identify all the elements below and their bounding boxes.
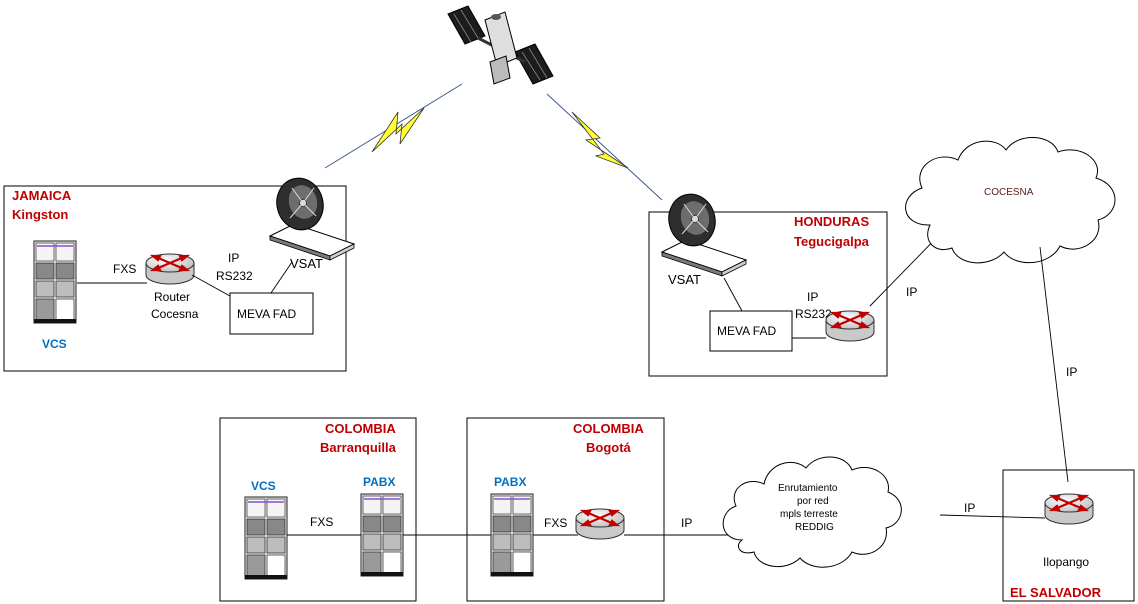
router-label: Router bbox=[154, 290, 190, 304]
site-country: COLOMBIA bbox=[325, 421, 396, 436]
site-city: Tegucigalpa bbox=[794, 234, 870, 249]
router-label: Cocesna bbox=[151, 307, 199, 321]
pabx-label: PABX bbox=[494, 475, 526, 489]
pabx-rack-icon bbox=[490, 493, 534, 577]
meva-fad-box bbox=[709, 310, 793, 352]
rs232-label: RS232 bbox=[795, 307, 832, 321]
router-icon bbox=[144, 252, 196, 286]
cloud-label: Enrutamiento bbox=[778, 483, 838, 494]
site-city: Barranquilla bbox=[320, 440, 397, 455]
meva-fad-label: MEVA FAD bbox=[237, 307, 296, 321]
ip-label: IP bbox=[1066, 365, 1077, 379]
fxs-label: FXS bbox=[113, 262, 136, 276]
ip-label: IP bbox=[964, 501, 975, 515]
router-icon bbox=[1043, 492, 1095, 526]
satellite-icon bbox=[447, 5, 554, 85]
ip-link bbox=[1039, 246, 1069, 483]
satellite-link-honduras bbox=[546, 93, 663, 201]
site-country: JAMAICA bbox=[12, 188, 72, 203]
site-box bbox=[219, 417, 417, 602]
pabx-label: PABX bbox=[363, 475, 395, 489]
site-box bbox=[466, 417, 665, 602]
cloud-label: REDDIG bbox=[795, 522, 834, 533]
ip-label: IP bbox=[228, 251, 239, 265]
fxs-label: FXS bbox=[544, 516, 567, 530]
site-country: HONDURAS bbox=[794, 214, 869, 229]
rs232-label: RS232 bbox=[216, 269, 253, 283]
site-barranquilla: COLOMBIA Barranquilla VCS PABX FXS bbox=[219, 417, 417, 602]
ip-label: IP bbox=[807, 290, 818, 304]
vcs-label: VCS bbox=[251, 479, 276, 493]
lightning-icon bbox=[571, 111, 629, 169]
cloud-label: COCESNA bbox=[984, 187, 1034, 198]
site-box bbox=[3, 185, 347, 372]
vcs-rack-icon bbox=[33, 240, 77, 324]
site-jamaica: JAMAICA Kingston VCS FXS Router Cocesna … bbox=[3, 171, 356, 372]
ip-label: IP bbox=[681, 516, 692, 530]
cocesna-cloud: COCESNA bbox=[905, 137, 1116, 264]
site-city: Kingston bbox=[12, 207, 68, 222]
vcs-label: VCS bbox=[42, 337, 67, 351]
site-honduras: HONDURAS Tegucigalpa VSAT MEVA FAD IP RS… bbox=[648, 187, 888, 377]
ip-label: IP bbox=[906, 285, 917, 299]
vsat-dish-icon bbox=[660, 187, 748, 278]
cloud-label: por red bbox=[797, 496, 829, 507]
router-icon bbox=[824, 309, 876, 343]
site-country: COLOMBIA bbox=[573, 421, 644, 436]
mpls-cloud: Enrutamiento por red mpls terreste REDDI… bbox=[722, 456, 902, 568]
vcs-rack-icon bbox=[244, 496, 288, 580]
pabx-rack-icon bbox=[360, 493, 404, 577]
site-box bbox=[648, 211, 888, 377]
site-country: EL SALVADOR bbox=[1010, 585, 1102, 600]
site-city: Bogotá bbox=[586, 440, 632, 455]
site-box bbox=[1002, 469, 1135, 602]
router-icon bbox=[574, 507, 626, 541]
node-label: Ilopango bbox=[1043, 555, 1089, 569]
vsat-label: VSAT bbox=[668, 272, 701, 287]
site-el-salvador: Ilopango EL SALVADOR bbox=[1002, 469, 1135, 602]
fxs-label: FXS bbox=[310, 515, 333, 529]
ip-link bbox=[939, 514, 1046, 519]
cloud-label: mpls terreste bbox=[780, 509, 838, 520]
meva-fad-label: MEVA FAD bbox=[717, 324, 776, 338]
site-bogota: COLOMBIA Bogotá PABX FXS bbox=[466, 417, 665, 602]
vsat-label: VSAT bbox=[290, 256, 323, 271]
lightning-icon bbox=[371, 107, 425, 153]
